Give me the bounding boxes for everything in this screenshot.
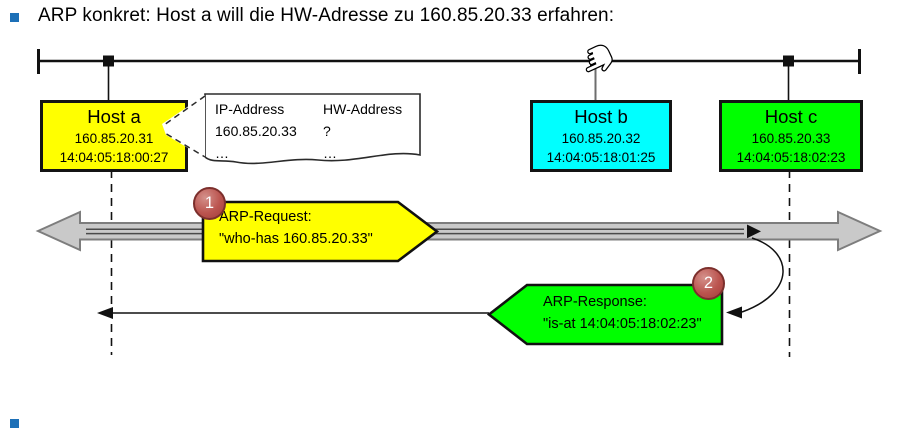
step-1-badge: 1 (193, 187, 226, 220)
bus-taps (103, 55, 794, 100)
host-c-mac: 14:04:05:18:02:23 (736, 150, 846, 165)
tap-square-host-a (103, 55, 114, 67)
ethernet-bus (37, 49, 861, 74)
arp-response-title: ARP-Response: (543, 294, 647, 310)
callout-pointer (162, 95, 206, 158)
arp-table-hw-ellipsis: … (323, 145, 337, 161)
arp-response-arrow-shape (486, 283, 724, 346)
arp-response-label: ARP-Response: "is-at 14:04:05:18:02:23" (543, 291, 702, 335)
host-a-mac: 14:04:05:18:00:27 (59, 150, 169, 165)
host-b-box: Host b 160.85.20.32 14:04:05:18:01:25 (530, 100, 672, 172)
response-curve-arrow (726, 237, 784, 319)
response-to-host-a-arrow (97, 307, 489, 319)
arp-request-arrow-shape (201, 200, 440, 263)
tap-square-host-c (783, 55, 794, 67)
step-2-badge: 2 (692, 267, 725, 300)
arp-request-label: ARP-Request: "who-has 160.85.20.33" (219, 206, 373, 250)
host-c-ip: 160.85.20.33 (751, 131, 831, 146)
arp-table-ip-value: 160.85.20.33 (215, 123, 297, 139)
slide-title: ARP konkret: Host a will die HW-Adresse … (38, 5, 615, 26)
request-travel-line (86, 224, 761, 239)
hand-cursor-icon (585, 44, 613, 73)
arp-table-callout-shape (204, 93, 421, 165)
host-a-name: Host a (87, 106, 141, 127)
arp-table-ip-ellipsis: … (215, 145, 229, 161)
arp-request-detail: "who-has 160.85.20.33" (219, 231, 373, 247)
arp-table-ip-header: IP-Address (215, 101, 285, 117)
arp-request-title: ARP-Request: (219, 209, 312, 225)
host-c-name: Host c (764, 106, 818, 127)
arp-response-detail: "is-at 14:04:05:18:02:23" (543, 316, 702, 332)
arp-table-hw-header: HW-Address (323, 101, 403, 117)
host-b-name: Host b (574, 106, 628, 127)
host-b-ip: 160.85.20.32 (561, 131, 641, 146)
tap-square-host-b (590, 55, 601, 67)
title-bullet-icon (10, 13, 19, 22)
host-b-mac: 14:04:05:18:01:25 (546, 150, 656, 165)
footer-bullet-icon (10, 419, 19, 428)
bus-double-arrow (35, 210, 883, 252)
host-a-ip: 160.85.20.31 (74, 131, 154, 146)
arp-table-ip-column: IP-Address 160.85.20.33 … (215, 98, 297, 164)
host-c-box: Host c 160.85.20.33 14:04:05:18:02:23 (719, 100, 863, 172)
arp-table-hw-column: HW-Address ? … (323, 98, 402, 164)
arp-table-hw-value: ? (323, 123, 331, 139)
host-a-box: Host a 160.85.20.31 14:04:05:18:00:27 (40, 100, 188, 172)
